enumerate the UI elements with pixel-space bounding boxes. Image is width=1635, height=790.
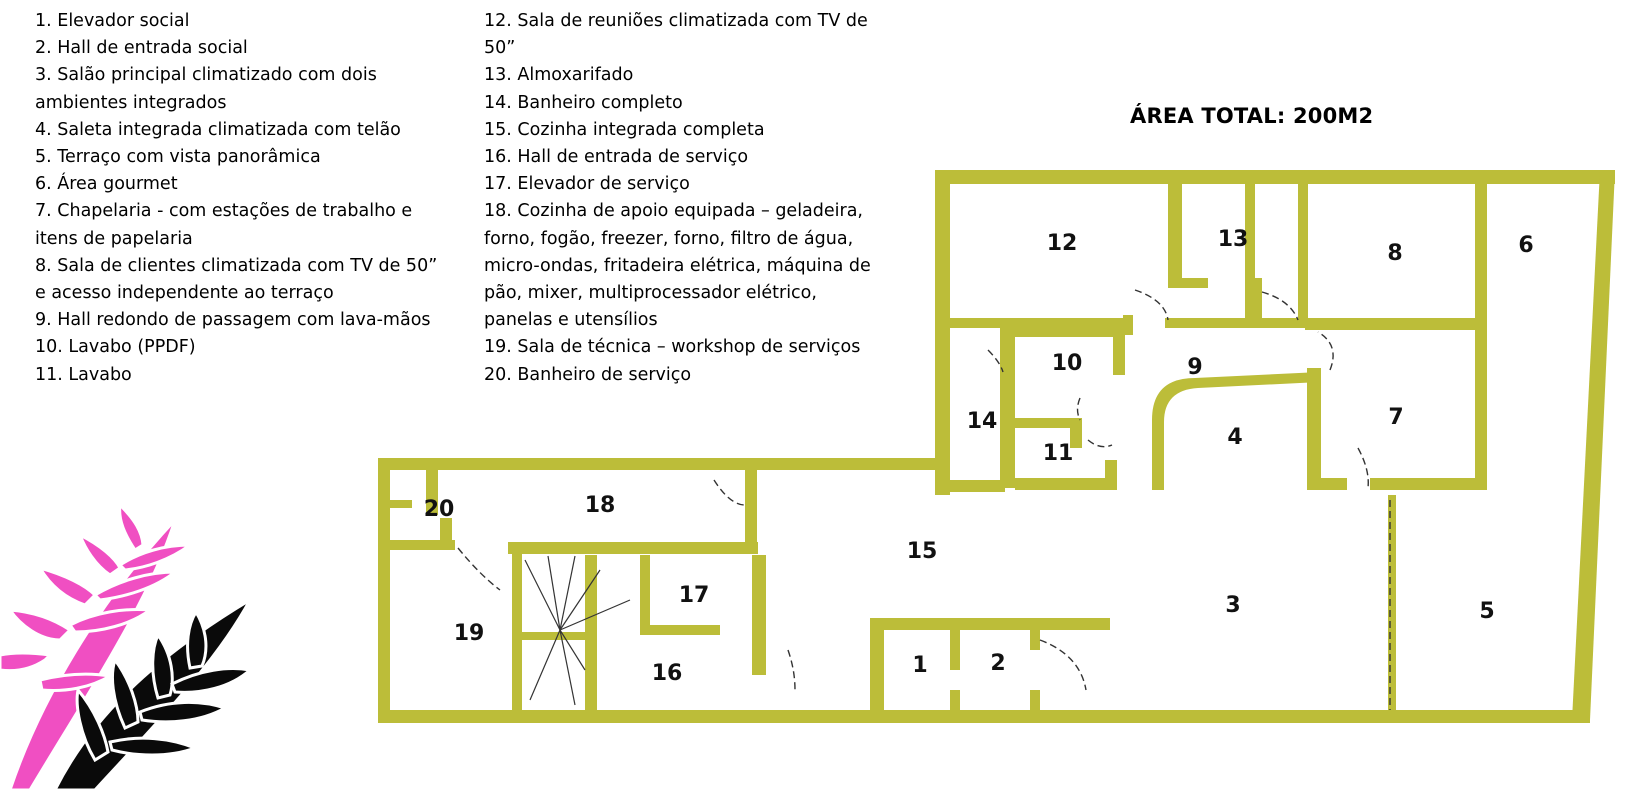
legend-item: 12. Sala de reuniões climatizada com TV … — [484, 11, 868, 59]
room-label-6: 6 — [1518, 233, 1533, 258]
room-label-3: 3 — [1225, 593, 1240, 618]
room-label-9: 9 — [1187, 355, 1202, 380]
legend-right: 12. Sala de reuniões climatizada com TV … — [484, 8, 879, 389]
legend-item: 9. Hall redondo de passagem com lava-mão… — [35, 310, 431, 331]
room-label-15: 15 — [907, 539, 938, 564]
room-labels: 1 2 3 4 5 6 7 8 9 10 11 12 13 14 15 16 1… — [424, 227, 1534, 686]
legend-item: 4. Saleta integrada climatizada com telã… — [35, 119, 401, 140]
legend-item: 18. Cozinha de apoio equipada – geladeir… — [484, 201, 871, 331]
walls — [378, 170, 1615, 723]
room-label-19: 19 — [454, 621, 485, 646]
room-label-7: 7 — [1388, 405, 1403, 430]
room-label-17: 17 — [679, 583, 710, 608]
legend-item: 6. Área gourmet — [35, 174, 178, 195]
room-label-14: 14 — [967, 409, 998, 434]
legend-item: 5. Terraço com vista panorâmica — [35, 147, 321, 168]
legend-item: 15. Cozinha integrada completa — [484, 119, 765, 140]
room-label-4: 4 — [1227, 425, 1242, 450]
room-label-13: 13 — [1218, 227, 1249, 252]
legend-item: 20. Banheiro de serviço — [484, 364, 692, 385]
room-label-10: 10 — [1052, 351, 1083, 376]
legend-item: 19. Sala de técnica – workshop de serviç… — [484, 337, 861, 358]
legend-item: 8. Sala de clientes climatizada com TV d… — [35, 255, 438, 304]
room-label-12: 12 — [1047, 231, 1078, 256]
room-label-18: 18 — [585, 493, 616, 518]
room-label-16: 16 — [652, 661, 683, 686]
room-label-1: 1 — [912, 653, 927, 678]
legend-item: 7. Chapelaria - com estações de trabalho… — [35, 201, 413, 249]
legend-item: 16. Hall de entrada de serviço — [484, 147, 749, 168]
legend-item: 17. Elevador de serviço — [484, 174, 690, 195]
room-label-5: 5 — [1479, 599, 1494, 624]
legend-left: 1. Elevador social 2. Hall de entrada so… — [35, 8, 440, 389]
door-swings — [457, 289, 1391, 710]
legend-item: 10. Lavabo (PPDF) — [35, 337, 196, 358]
staircase — [524, 555, 631, 706]
legend-item: 11. Lavabo — [35, 364, 132, 385]
total-area-label: ÁREA TOTAL: 200M2 — [1130, 104, 1374, 128]
legend-item: 13. Almoxarifado — [484, 65, 634, 86]
room-label-8: 8 — [1387, 241, 1402, 266]
palm-leaves-icon — [0, 501, 254, 790]
legend-item: 3. Salão principal climatizado com dois … — [35, 65, 377, 113]
room-label-11: 11 — [1043, 441, 1074, 466]
room-label-20: 20 — [424, 497, 455, 522]
room-label-2: 2 — [990, 651, 1005, 676]
legend-item: 2. Hall de entrada social — [35, 38, 248, 59]
legend-item: 1. Elevador social — [35, 11, 190, 31]
legend-item: 14. Banheiro completo — [484, 92, 683, 113]
